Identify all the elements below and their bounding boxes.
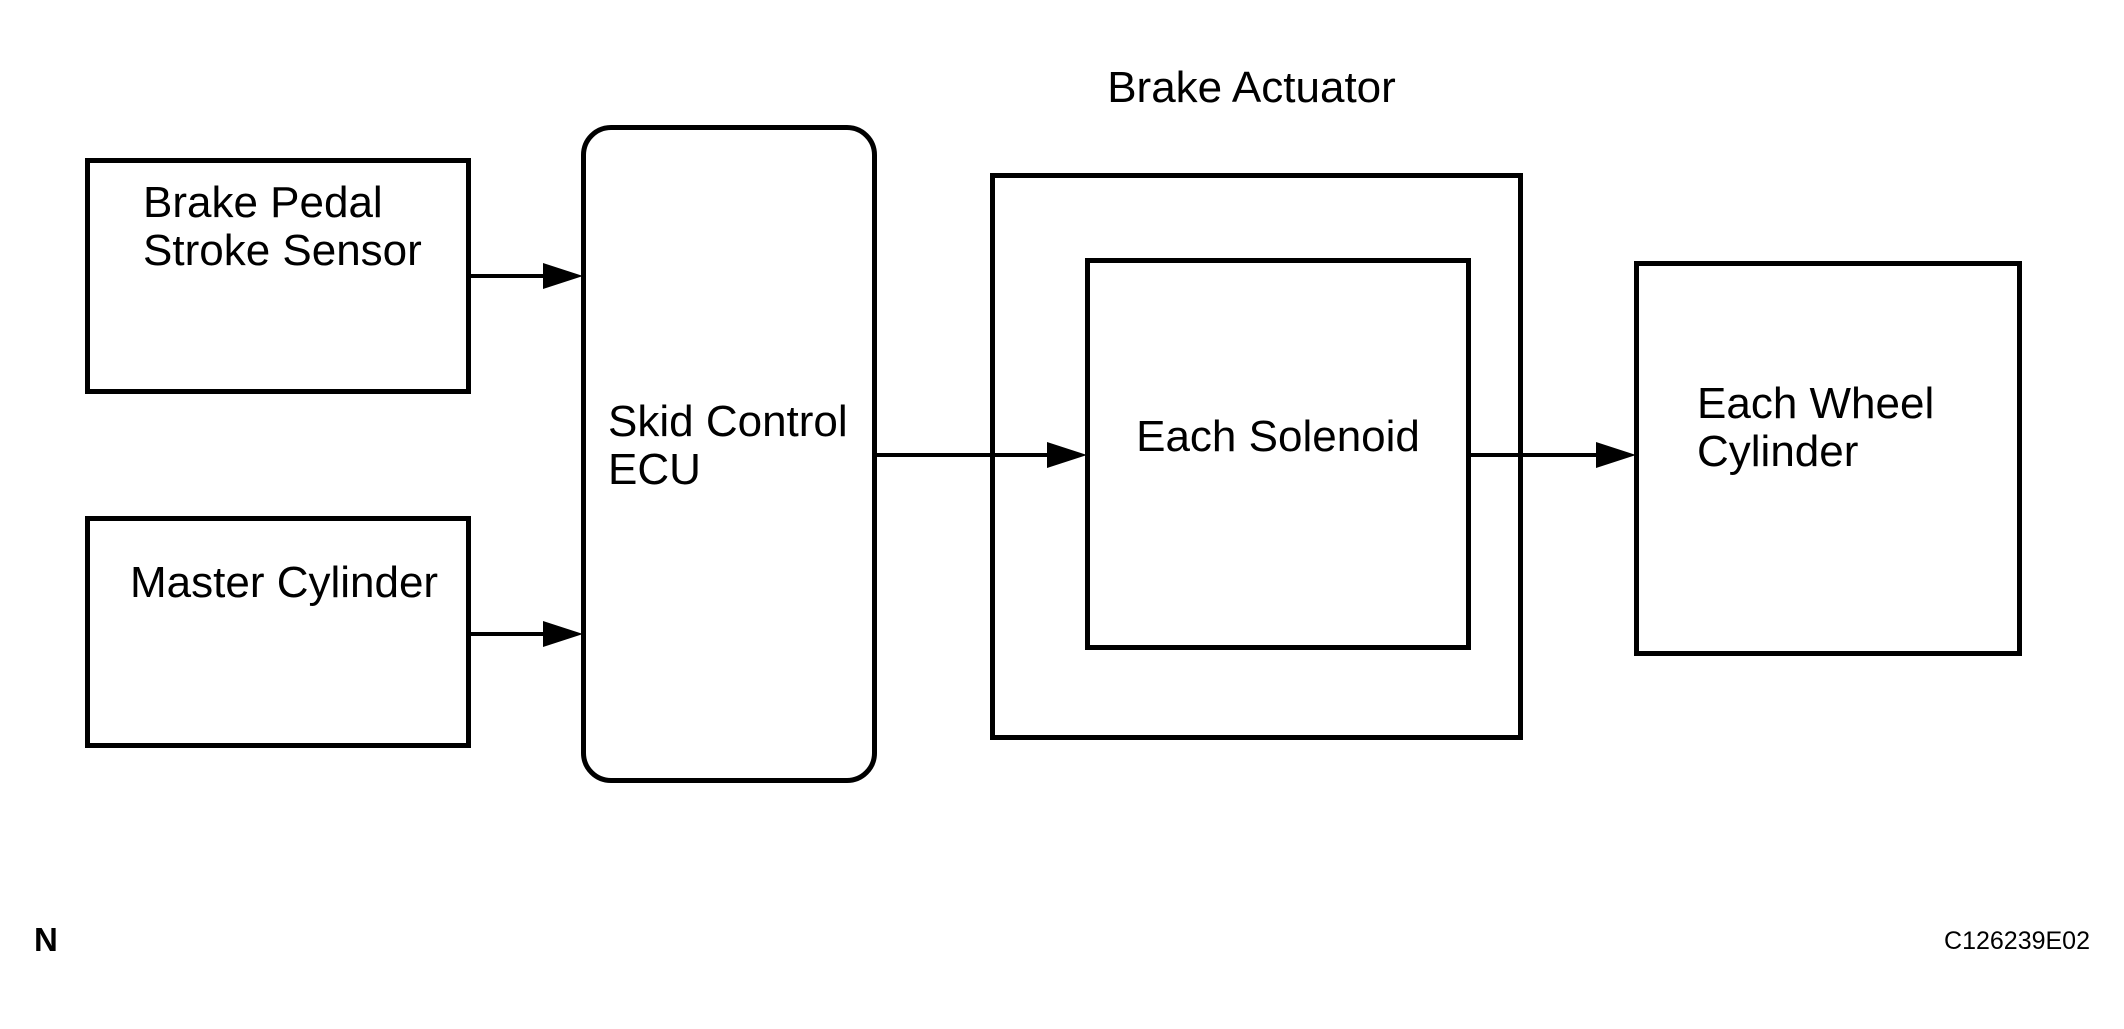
brake-pedal-stroke-sensor-label: Brake Pedal Stroke Sensor [143,178,422,275]
each-solenoid-box: Each Solenoid [1085,258,1471,650]
arrow-shaft [877,453,1051,457]
figure-code: C126239E02 [1944,927,2090,955]
each-wheel-cylinder-box: Each Wheel Cylinder [1634,261,2022,656]
brake-actuator-title: Brake Actuator [1107,63,1396,112]
page-marker-n: N [34,921,58,958]
arrow-ecu-to-each-solenoid [877,442,1087,468]
arrow-head-icon [1047,442,1087,468]
arrow-head-icon [543,263,583,289]
skid-control-ecu-box: Skid Control ECU [581,125,877,783]
brake-pedal-stroke-sensor-box: Brake Pedal Stroke Sensor [85,158,471,394]
master-cylinder-label: Master Cylinder [130,558,439,607]
arrow-shaft [1471,453,1600,457]
arrow-brake-pedal-to-ecu [471,263,583,289]
arrow-shaft [471,632,547,636]
arrow-shaft [471,274,547,278]
skid-control-ecu-label: Skid Control ECU [608,397,848,494]
each-solenoid-label: Each Solenoid [1136,412,1420,461]
arrow-head-icon [543,621,583,647]
each-wheel-cylinder-label: Each Wheel Cylinder [1697,379,1935,476]
arrow-head-icon [1596,442,1636,468]
arrow-each-solenoid-to-wheel-cylinder [1471,442,1636,468]
arrow-master-cylinder-to-ecu [471,621,583,647]
master-cylinder-box: Master Cylinder [85,516,471,748]
